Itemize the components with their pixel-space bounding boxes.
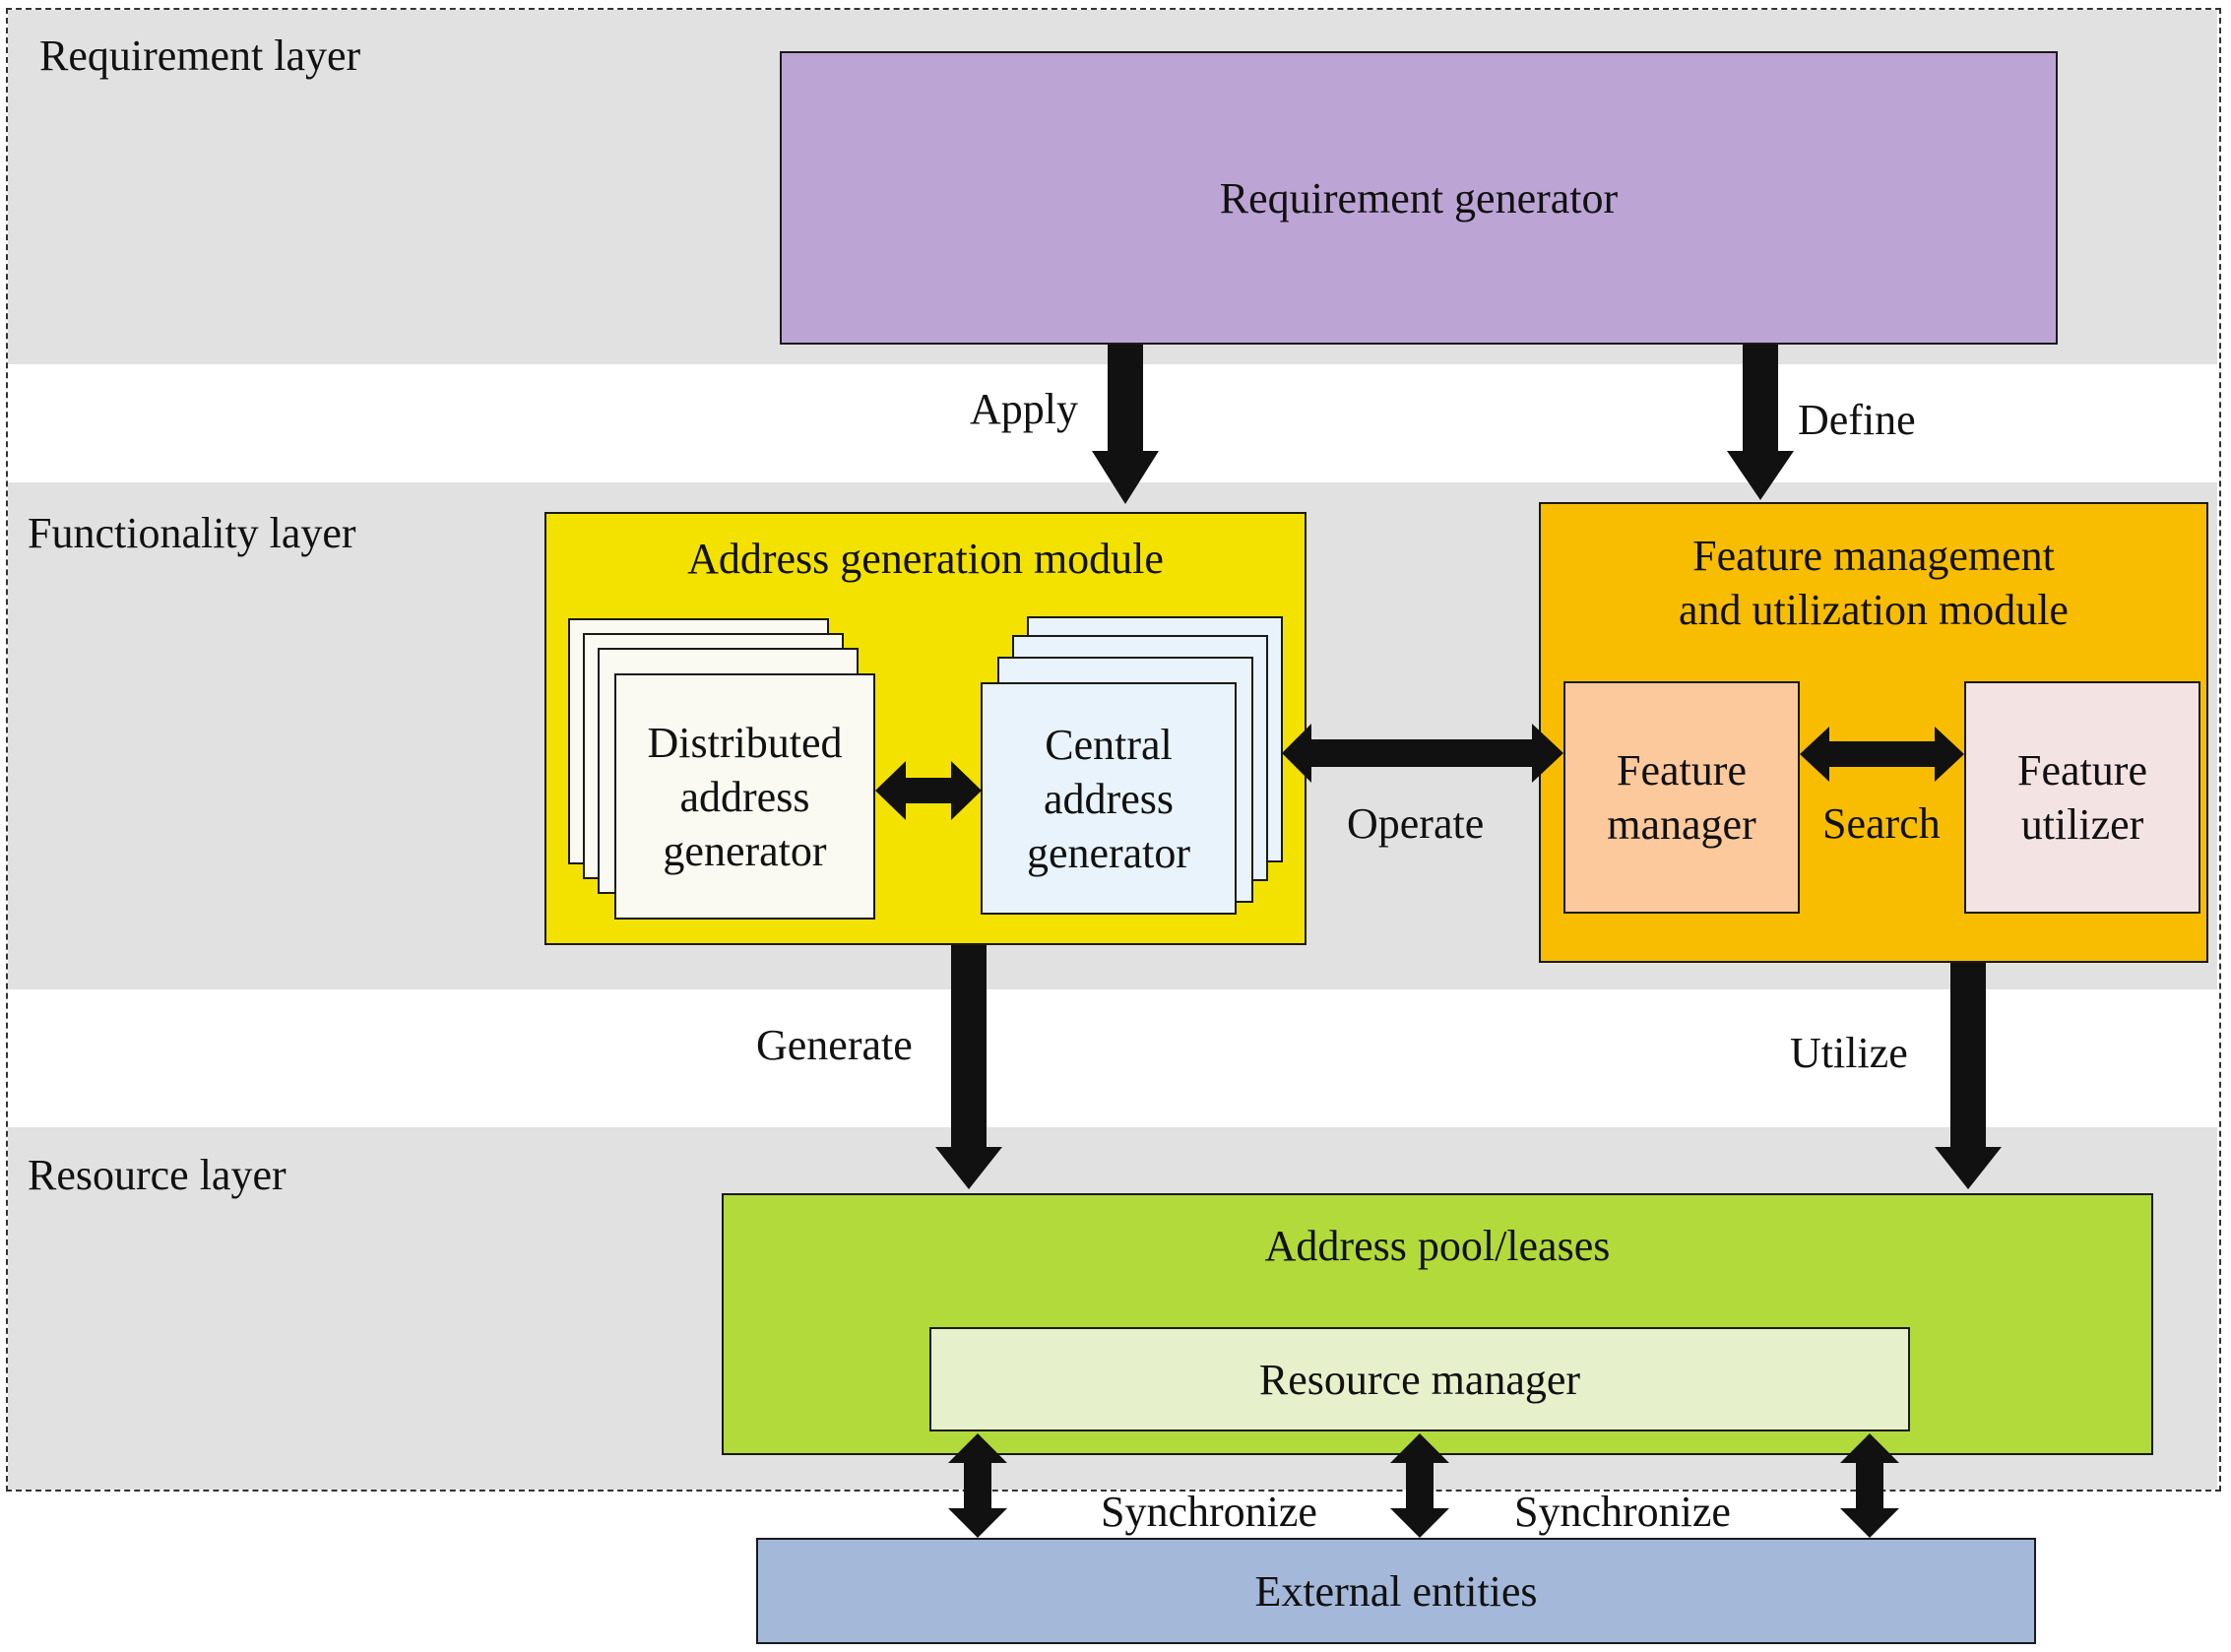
feature-management-module-title: Feature management and utilization modul… xyxy=(1679,532,2069,634)
define-label: Define xyxy=(1798,396,1916,444)
functionality-layer-label: Functionality layer xyxy=(28,509,356,557)
synchronize-label-left: Synchronize xyxy=(1101,1488,1317,1536)
synchronize-label-right: Synchronize xyxy=(1514,1488,1731,1536)
sync-arrow-right xyxy=(1840,1433,1899,1538)
central-address-generator: Central address generator xyxy=(981,682,1237,915)
utilize-arrow xyxy=(1935,963,2002,1189)
address-pool-leases-title: Address pool/leases xyxy=(1264,1222,1611,1270)
layers-dashed-frame xyxy=(6,8,2221,1492)
sync-arrow-middle xyxy=(1390,1433,1449,1538)
requirement-generator: Requirement generator xyxy=(780,51,2058,345)
resource-manager: Resource manager xyxy=(929,1327,1910,1431)
apply-arrow xyxy=(1092,345,1159,504)
generator-link-arrow xyxy=(875,761,982,820)
resource-layer-label: Resource layer xyxy=(28,1151,287,1199)
feature-manager: Feature manager xyxy=(1563,681,1800,914)
search-label: Search xyxy=(1822,799,1941,848)
address-generation-module-title: Address generation module xyxy=(687,535,1164,583)
sync-arrow-left xyxy=(948,1433,1007,1538)
operate-arrow xyxy=(1282,724,1563,783)
distributed-address-generator: Distributed address generator xyxy=(614,673,875,920)
utilize-label: Utilize xyxy=(1790,1029,1908,1077)
feature-utilizer: Feature utilizer xyxy=(1964,681,2200,914)
generate-arrow xyxy=(935,945,1002,1189)
apply-label: Apply xyxy=(970,385,1078,433)
requirement-layer-label: Requirement layer xyxy=(39,32,361,80)
operate-label: Operate xyxy=(1347,799,1485,848)
define-arrow xyxy=(1727,345,1794,500)
external-entities: External entities xyxy=(756,1538,2036,1644)
generate-label: Generate xyxy=(756,1021,913,1069)
search-arrow xyxy=(1800,727,1964,782)
